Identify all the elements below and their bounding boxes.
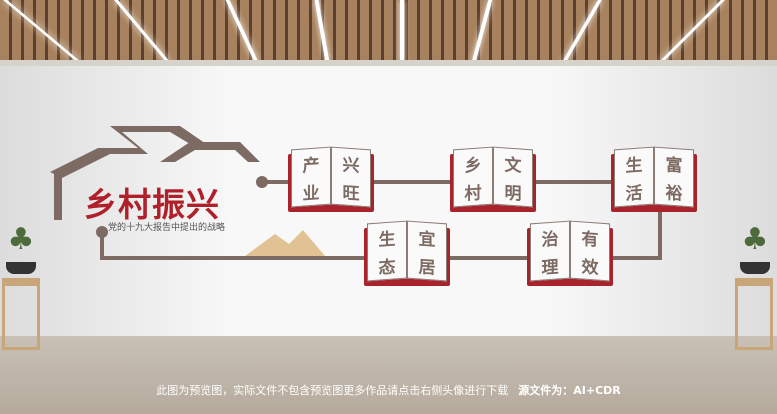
ceiling <box>0 0 777 62</box>
roof-icon <box>50 126 260 220</box>
bonsai-pot <box>740 262 770 274</box>
connector-dot <box>96 226 108 238</box>
connector-dot <box>256 176 268 188</box>
subtitle: 党的十九大报告中提出的战略 <box>108 223 226 233</box>
source-format: 源文件为：AI+CDR <box>518 384 621 397</box>
connector-right <box>658 180 662 260</box>
caption: 此图为预览图，实际文件不包含预览图更多作品请点击右侧头像进行下载源文件为：AI+… <box>0 382 777 398</box>
floor <box>0 336 777 414</box>
bonsai-icon: ♣ <box>741 222 769 257</box>
book-panel: 生活 富裕 <box>611 146 697 214</box>
connector-left <box>100 234 104 258</box>
mountain-icon <box>245 230 325 256</box>
pedestal-right <box>735 278 773 350</box>
book-panel: 产业 兴旺 <box>288 146 374 214</box>
book-panel: 生态 宜居 <box>364 220 450 288</box>
caption-text: 此图为预览图，实际文件不包含预览图更多作品请点击右侧头像进行下载 <box>156 384 509 397</box>
bonsai-icon: ♣ <box>7 222 35 257</box>
book-panel: 乡村 文明 <box>450 146 536 214</box>
ceiling-trim <box>0 60 777 66</box>
pedestal-left <box>2 278 40 350</box>
page-title: 乡村振兴 <box>84 185 220 224</box>
book-panel: 治理 有效 <box>527 220 613 288</box>
bonsai-pot <box>6 262 36 274</box>
